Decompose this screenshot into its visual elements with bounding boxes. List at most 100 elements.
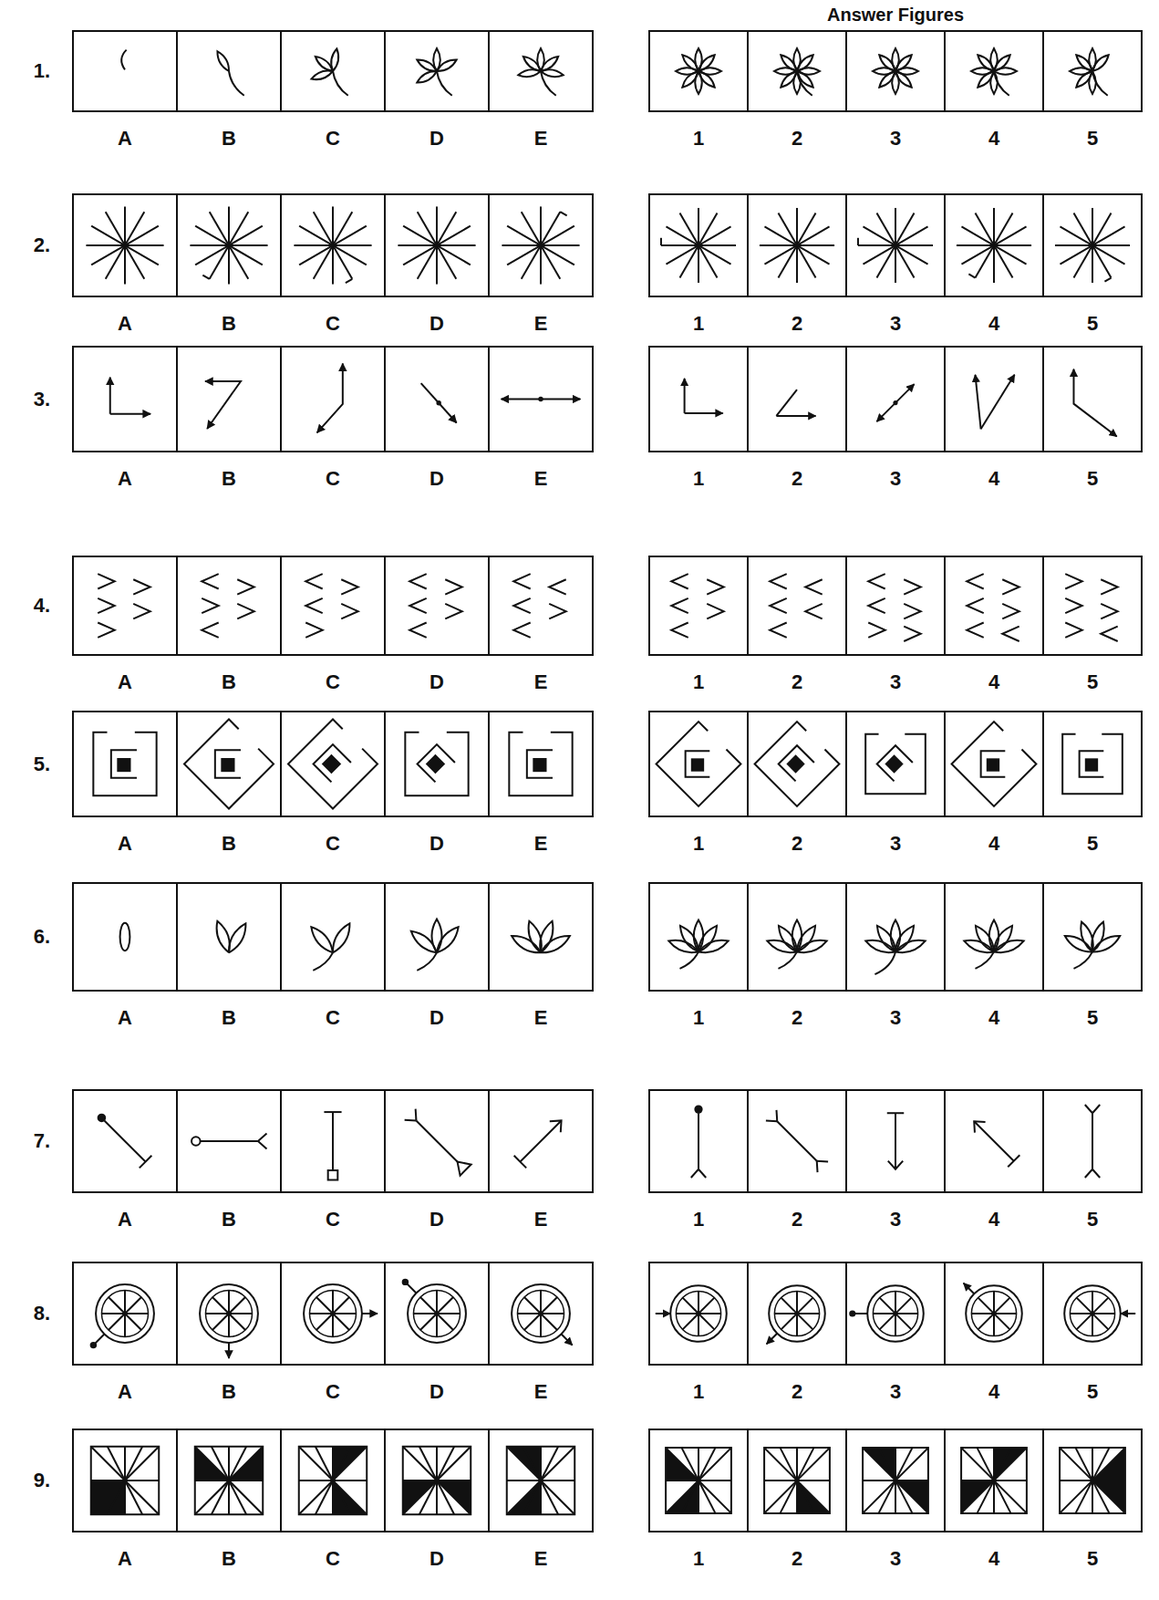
figure-stroke bbox=[421, 382, 457, 423]
figure-stroke bbox=[952, 721, 1037, 807]
figure-stroke bbox=[862, 1447, 929, 1513]
figure-stroke bbox=[992, 936, 1025, 957]
figure-stroke bbox=[540, 71, 557, 96]
answer-number: 1 bbox=[693, 670, 704, 694]
figure-stroke bbox=[868, 573, 921, 642]
figure-stroke bbox=[778, 52, 800, 74]
figure-stroke bbox=[755, 721, 840, 807]
figure-stroke bbox=[508, 732, 572, 796]
figure-stroke bbox=[501, 206, 580, 284]
figure-stroke bbox=[766, 1284, 826, 1344]
figure-stroke bbox=[403, 1446, 471, 1514]
figure-stroke bbox=[766, 1333, 778, 1345]
figure-stroke bbox=[513, 621, 530, 637]
figure-stroke bbox=[868, 598, 885, 613]
figure-stroke bbox=[1062, 734, 1123, 795]
figure-stroke bbox=[966, 573, 984, 589]
figure-stroke bbox=[313, 744, 352, 782]
figure-box bbox=[280, 1089, 385, 1192]
row-number: 6. bbox=[33, 924, 51, 949]
answer-number: 3 bbox=[889, 1379, 901, 1404]
figure-stroke bbox=[966, 598, 984, 613]
figure-row bbox=[72, 1428, 1142, 1532]
figure-stroke bbox=[1073, 369, 1117, 437]
figure-stroke bbox=[305, 598, 322, 613]
figure-stroke bbox=[184, 718, 274, 808]
figure-stroke bbox=[764, 226, 829, 264]
figure-stroke bbox=[403, 1446, 471, 1514]
answer-number: 3 bbox=[889, 831, 901, 856]
figure-letter: A bbox=[117, 670, 133, 694]
figure-letter: D bbox=[429, 1379, 445, 1404]
figure-box bbox=[384, 711, 489, 817]
figure-stroke bbox=[665, 1447, 732, 1513]
figure-stroke bbox=[201, 598, 218, 613]
figure-box bbox=[944, 31, 1044, 112]
figure-stroke bbox=[879, 1447, 913, 1513]
figure-box bbox=[747, 346, 847, 452]
figure-stroke bbox=[561, 1334, 573, 1346]
figure-box bbox=[280, 346, 385, 452]
figure-stroke bbox=[868, 573, 885, 589]
figure-letter: B bbox=[221, 126, 237, 151]
figure-stroke bbox=[312, 952, 333, 970]
figure-letter: B bbox=[221, 670, 237, 694]
figure-stroke bbox=[695, 68, 717, 90]
figure-stroke bbox=[303, 1283, 378, 1343]
figure-box bbox=[384, 31, 489, 112]
figure-stroke bbox=[691, 757, 704, 771]
figure-stroke bbox=[848, 1284, 924, 1342]
figure-stroke bbox=[769, 573, 822, 638]
figure-box bbox=[747, 1089, 847, 1192]
figure-stroke bbox=[1059, 1447, 1126, 1513]
figure-stroke bbox=[507, 226, 575, 266]
figure-stroke bbox=[684, 378, 724, 414]
figure-box bbox=[488, 711, 593, 817]
figure-box bbox=[72, 556, 177, 655]
figure-stroke bbox=[892, 68, 914, 90]
figure-stroke bbox=[299, 1446, 367, 1514]
figure-stroke bbox=[1076, 1447, 1110, 1513]
figure-stroke bbox=[1073, 951, 1093, 968]
figure-stroke bbox=[108, 1296, 142, 1330]
figure-stroke bbox=[328, 920, 354, 955]
figure-box bbox=[747, 31, 847, 112]
figure-stroke bbox=[507, 1446, 575, 1514]
figure-stroke bbox=[665, 1447, 732, 1513]
figure-stroke bbox=[434, 56, 458, 74]
figure-stroke bbox=[891, 48, 900, 72]
figure-stroke bbox=[92, 1107, 152, 1168]
figure-stroke bbox=[968, 1115, 1021, 1168]
figure-stroke bbox=[404, 1108, 472, 1176]
figure-stroke bbox=[195, 1446, 263, 1514]
figure-row bbox=[72, 346, 1142, 452]
figure-box bbox=[72, 711, 177, 817]
figure-box bbox=[176, 346, 281, 452]
answer-number: 5 bbox=[1086, 1546, 1098, 1571]
figure-box bbox=[846, 882, 945, 991]
figure-stroke bbox=[191, 1132, 267, 1149]
figure-box bbox=[944, 711, 1044, 817]
figure-box bbox=[72, 1428, 177, 1532]
figure-stroke bbox=[288, 718, 378, 808]
figure-stroke bbox=[404, 732, 468, 796]
figure-stroke bbox=[403, 1446, 471, 1514]
figure-stroke bbox=[874, 951, 896, 974]
figure-stroke bbox=[666, 920, 730, 969]
figure-stroke bbox=[981, 374, 1015, 430]
figure-stroke bbox=[214, 49, 232, 73]
figure-stroke bbox=[971, 48, 1017, 96]
figure-stroke bbox=[91, 1446, 159, 1514]
figure-stroke bbox=[696, 69, 701, 73]
figure-stroke bbox=[776, 389, 797, 416]
figure-stroke bbox=[514, 1114, 569, 1169]
figure-stroke bbox=[501, 396, 581, 402]
figure-box bbox=[384, 346, 489, 452]
figure-box bbox=[488, 1089, 593, 1192]
answer-number: 4 bbox=[988, 1379, 1000, 1404]
figure-stroke bbox=[90, 1341, 97, 1348]
figure-box bbox=[1043, 1428, 1142, 1532]
figure-stroke bbox=[872, 67, 896, 75]
answer-number: 4 bbox=[988, 1546, 1000, 1571]
